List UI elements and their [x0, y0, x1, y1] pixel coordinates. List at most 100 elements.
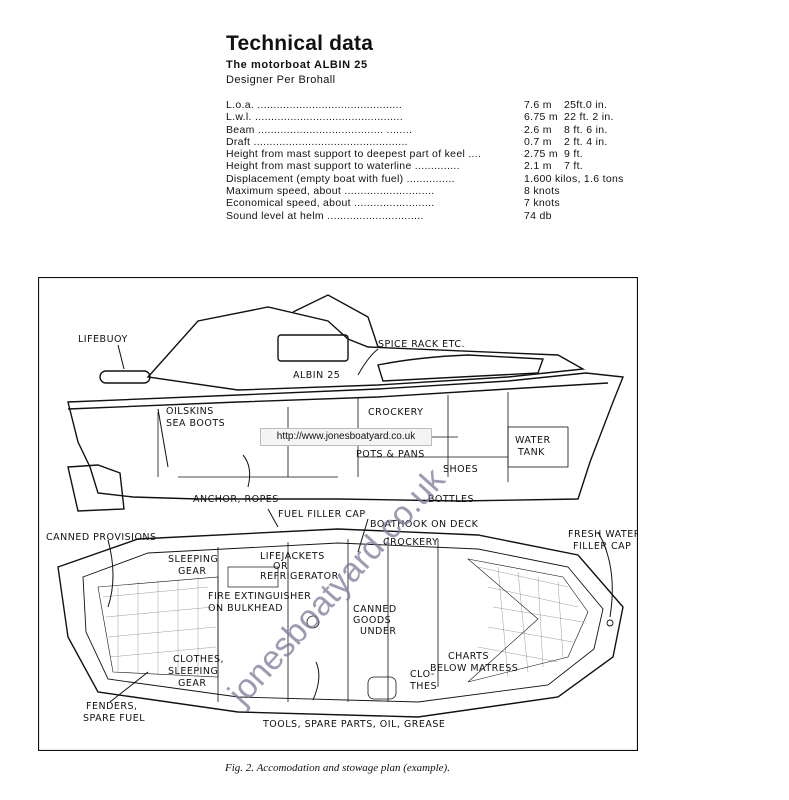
- hull-plan-outer: [57, 528, 624, 718]
- label-spice-rack: SPICE RACK ETC.: [378, 339, 465, 350]
- fore-berth: [466, 558, 589, 683]
- lifebuoy-shape: [99, 370, 151, 384]
- label-sleeping-1: SLEEPING: [168, 554, 218, 565]
- label-canned-provisions: CANNED PROVISIONS: [46, 532, 157, 543]
- url-banner[interactable]: http://www.jonesboatyard.co.uk: [260, 428, 432, 446]
- spec-row: Economical speed, about ................…: [226, 197, 646, 209]
- filler-cap-mark: [606, 619, 614, 627]
- cross-hatching: [102, 566, 584, 678]
- label-clo-1: CLO-: [410, 669, 435, 680]
- label-oilskins: OILSKINS: [166, 406, 214, 417]
- spec-row: Maximum speed, about ...................…: [226, 185, 646, 197]
- spec-label: L.w.l. .................................…: [226, 111, 403, 124]
- label-bottles: BOTTLES: [428, 494, 474, 505]
- label-fire-1: FIRE EXTINGUISHER: [208, 591, 311, 602]
- boat-subtitle: The motorboat ALBIN 25: [226, 59, 368, 71]
- spec-imperial: 25ft.0 in.: [564, 99, 608, 111]
- spec-table: L.o.a. .................................…: [226, 99, 646, 222]
- spec-row: Height from mast support to deepest part…: [226, 148, 646, 160]
- label-anchor-ropes: ANCHOR, ROPES: [193, 494, 279, 505]
- galley-unit: [227, 566, 279, 588]
- cabin-side: [146, 306, 586, 391]
- toilet: [367, 676, 397, 700]
- boat-drawing: LIFEBUOY SPICE RACK ETC. ALBIN 25 OILSKI…: [37, 276, 640, 752]
- window-1: [277, 334, 349, 362]
- spec-imperial: 9 ft.: [564, 148, 584, 161]
- spec-label: Displacement (empty boat with fuel) ....…: [226, 172, 455, 185]
- label-boat-name: ALBIN 25: [293, 370, 340, 381]
- spec-row: Height from mast support to waterline ..…: [226, 160, 646, 172]
- label-fresh-water-2: FILLER CAP: [573, 541, 631, 552]
- label-fresh-water-1: FRESH WATER: [568, 529, 638, 540]
- label-crockery-top: CROCKERY: [368, 407, 423, 418]
- spec-row: Beam ...................................…: [226, 124, 646, 136]
- figure-caption: Fig. 2. Accomodation and stowage plan (e…: [225, 762, 450, 774]
- spec-metric: 7.6 m: [524, 99, 552, 111]
- label-pots-pans: POTS & PANS: [356, 449, 425, 460]
- spec-label: Maximum speed, about ...................…: [226, 185, 435, 198]
- label-canned-1: CANNED: [353, 604, 397, 615]
- label-fenders-1: FENDERS,: [86, 701, 138, 712]
- spec-row: L.w.l. .................................…: [226, 111, 646, 123]
- label-tools: TOOLS, SPARE PARTS, OIL, GREASE: [262, 719, 445, 730]
- sheer-line: [67, 382, 609, 410]
- spec-label: Economical speed, about ................…: [226, 197, 435, 210]
- windscreen-frame: [292, 294, 379, 348]
- label-tank: TANK: [517, 447, 545, 458]
- spec-row: L.o.a. .................................…: [226, 99, 646, 111]
- label-fire-2: ON BULKHEAD: [208, 603, 283, 614]
- label-shoes: SHOES: [443, 464, 478, 475]
- water-tank-box: [507, 426, 569, 468]
- stern-drive: [67, 464, 125, 512]
- label-clothes-2: SLEEPING: [168, 666, 218, 677]
- label-lifebuoy: LIFEBUOY: [78, 334, 128, 345]
- spec-metric: 8 knots: [524, 185, 560, 198]
- label-lifejackets-2: OR: [273, 561, 288, 572]
- spec-metric: 7 knots: [524, 197, 560, 210]
- label-canned-3: UNDER: [360, 626, 396, 637]
- label-clo-2: THES: [409, 681, 437, 692]
- pointer-lines: [107, 344, 613, 703]
- spec-metric: 2.75 m: [524, 148, 558, 161]
- label-lifejackets-3: REFRIGERATOR: [260, 571, 339, 582]
- spec-imperial: 7 ft.: [564, 160, 584, 173]
- label-fenders-2: SPARE FUEL: [83, 713, 145, 724]
- spec-metric: 6.75 m: [524, 111, 558, 124]
- window-2: [377, 354, 544, 382]
- spec-metric: 74 db: [524, 209, 552, 222]
- label-charts-1: CHARTS: [448, 651, 489, 662]
- label-lifejackets-1: LIFEJACKETS: [260, 551, 325, 562]
- label-canned-2: GOODS: [353, 615, 391, 626]
- label-water: WATER: [515, 435, 551, 446]
- spec-label: Sound level at helm ....................…: [226, 209, 424, 222]
- plan-view: [57, 528, 624, 718]
- helm-wheel: [306, 615, 320, 629]
- spec-imperial: 22 ft. 2 in.: [564, 111, 614, 124]
- spec-metric: 2.6 m: [524, 123, 552, 136]
- spec-metric: 1.600 kilos, 1.6 tons: [524, 172, 624, 185]
- page-title: Technical data: [226, 32, 374, 55]
- label-boathook: BOATHOOK ON DECK: [370, 519, 479, 530]
- spec-row: Sound level at helm ....................…: [226, 210, 646, 222]
- spec-label: Beam ...................................…: [226, 123, 413, 136]
- label-fuel-filler: FUEL FILLER CAP: [278, 509, 366, 520]
- hull-plan-inner: [82, 542, 604, 703]
- label-clothes-1: CLOTHES,: [173, 654, 224, 665]
- spec-imperial: 8 ft. 6 in.: [564, 123, 608, 136]
- spec-label: Height from mast support to waterline ..…: [226, 160, 460, 173]
- hull-side: [67, 372, 624, 502]
- spec-label: Draft ..................................…: [226, 135, 408, 148]
- spec-metric: 0.7 m: [524, 135, 552, 148]
- figure-frame: [37, 276, 639, 752]
- spec-row: Displacement (empty boat with fuel) ....…: [226, 173, 646, 185]
- designer-line: Designer Per Brohall: [226, 74, 336, 86]
- side-profile: [67, 294, 624, 512]
- label-crockery-plan: CROCKERY: [383, 537, 438, 548]
- label-charts-2: BELOW MATRESS: [430, 663, 518, 674]
- spec-label: L.o.a. .................................…: [226, 99, 403, 111]
- label-sea-boots: SEA BOOTS: [166, 418, 225, 429]
- stowage-plan-figure: LIFEBUOY SPICE RACK ETC. ALBIN 25 OILSKI…: [37, 276, 640, 752]
- label-sleeping-2: GEAR: [178, 566, 206, 577]
- spec-metric: 2.1 m: [524, 160, 552, 173]
- spec-label: Height from mast support to deepest part…: [226, 148, 482, 161]
